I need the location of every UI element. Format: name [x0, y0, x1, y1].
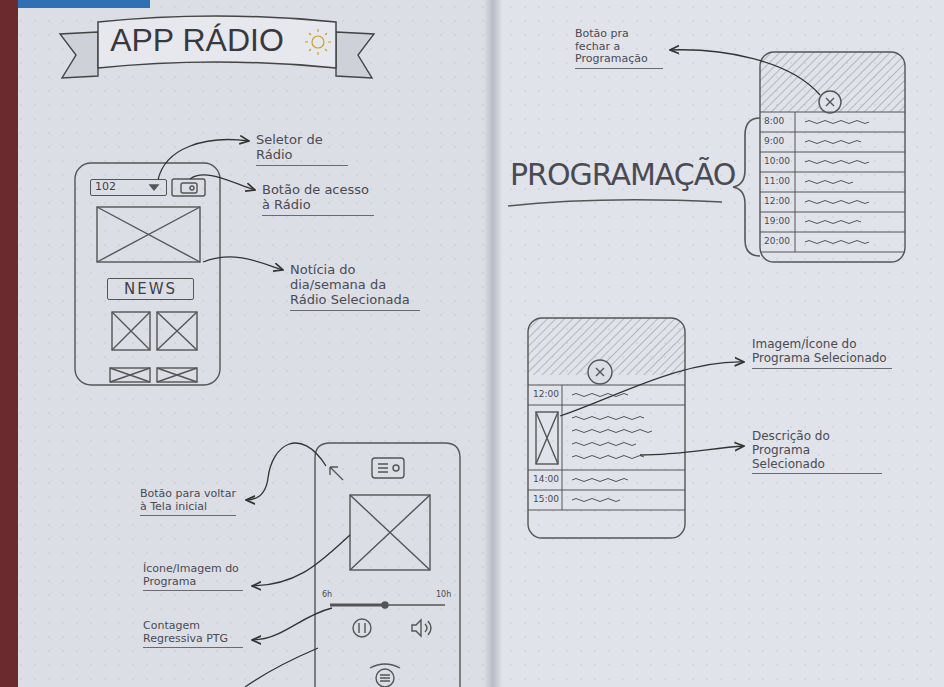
progress-knob: [382, 602, 388, 608]
time-label: 19:00: [764, 216, 790, 226]
sun-icon: [312, 36, 324, 48]
notebook-cover-edge: [0, 0, 18, 687]
radio-icon: [190, 186, 194, 190]
schedule-divider: [562, 385, 563, 510]
box-text: NEWS: [112, 281, 189, 298]
leader-arrow: [190, 175, 255, 190]
progress-fill: [330, 604, 385, 607]
schedule-divider: [795, 112, 796, 252]
image-placeholder: [350, 495, 430, 570]
time-label: 12:00: [764, 196, 790, 206]
schedule-rows: [528, 385, 685, 510]
leader-arrow: [670, 50, 820, 95]
cover-tab: [18, 0, 150, 8]
leader-arrow: [252, 608, 332, 640]
title-text: APP RÁDIO: [100, 24, 294, 56]
time-label: 11:00: [764, 176, 790, 186]
radio-icon: [372, 458, 404, 478]
pause-button: [353, 619, 371, 637]
annotation-text: Botão de acesso à Rádio: [262, 183, 374, 216]
leader-arrow: [560, 362, 744, 416]
progress-label: 6h: [322, 590, 332, 599]
annotation-text: Seletor de Rádio: [256, 133, 348, 166]
phone-frame: [528, 318, 685, 538]
image-placeholder-cross: [536, 412, 558, 464]
time-label: 14:00: [533, 474, 559, 484]
time-label: 15:00: [533, 494, 559, 504]
menu-icon: [380, 675, 390, 681]
program-image: [536, 412, 558, 464]
image-placeholder: [157, 312, 197, 350]
leader-arrow: [246, 443, 326, 500]
curly-brace: [733, 118, 760, 256]
progress-label: 10h: [436, 590, 451, 599]
volume-waves: [425, 621, 431, 635]
text-scribble: [572, 394, 652, 502]
image-placeholder-cross: [157, 368, 197, 382]
back-arrow: [330, 467, 343, 480]
sun-icon: [305, 29, 331, 55]
heading-swoosh: [508, 200, 722, 206]
text-scribble: [805, 121, 869, 244]
banner-tail: [60, 32, 98, 78]
pause-icon: [359, 623, 365, 633]
leader-arrow: [203, 257, 283, 270]
hatched-header: [760, 52, 905, 112]
time-label: 10:00: [764, 156, 790, 166]
image-placeholder-cross: [97, 207, 200, 262]
leader-arrow: [640, 446, 744, 455]
page-gutter: [484, 0, 502, 687]
annotation-text: Notícia do dia/semana da Rádio Seleciona…: [290, 263, 420, 311]
phone-frame: [760, 52, 905, 262]
image-placeholder-cross: [350, 495, 430, 570]
time-label: 12:00: [533, 389, 559, 399]
menu-button: [376, 669, 394, 687]
close-icon: [826, 98, 834, 106]
menu-tab: [370, 664, 400, 668]
leader-line: [245, 648, 318, 687]
image-placeholder-cross: [157, 312, 197, 350]
annotation-text: Ícone/Imagem do Programa: [143, 563, 243, 591]
annotation-text: Botão pra fechar a Programação: [575, 28, 663, 69]
title-banner: [98, 16, 336, 68]
close-button: [819, 91, 841, 113]
input-box: NEWS: [107, 278, 194, 300]
image-placeholder: [157, 368, 197, 382]
image-placeholder: [110, 368, 150, 382]
schedule-rows: [760, 112, 905, 252]
leader-arrow: [252, 535, 350, 586]
sun-rays: [305, 29, 331, 55]
box-text: 102: [95, 181, 162, 193]
time-label: 8:00: [764, 116, 784, 126]
phone-frame: [315, 443, 460, 687]
leader-arrow: [158, 140, 249, 180]
close-icon: [596, 368, 604, 376]
time-label: 9:00: [764, 136, 784, 146]
banner-tail: [336, 32, 374, 78]
time-label: 20:00: [764, 236, 790, 246]
radio-icon: [181, 183, 197, 193]
phone-frame: [75, 163, 220, 385]
volume-icon: [412, 620, 421, 636]
dropdown-arrow: [150, 185, 158, 190]
annotation-text: Descrição do Programa Selecionado: [752, 430, 882, 474]
input-box: 102: [90, 179, 167, 196]
radio-icon: [393, 465, 399, 471]
close-button: [588, 360, 612, 384]
annotation-text: Botão para voltar à Tela inicial: [140, 488, 236, 516]
image-placeholder-cross: [110, 368, 150, 382]
section-heading: PROGRAMAÇÃO: [510, 158, 735, 193]
image-placeholder: [112, 312, 150, 350]
image-placeholder-cross: [112, 312, 150, 350]
radio-button: [172, 179, 205, 196]
annotation-text: Contagem Regressiva PTG: [143, 620, 243, 648]
annotation-text: Imagem/Ícone do Programa Selecionado: [752, 338, 892, 369]
image-placeholder: [97, 207, 200, 262]
radio-icon: [378, 464, 388, 472]
